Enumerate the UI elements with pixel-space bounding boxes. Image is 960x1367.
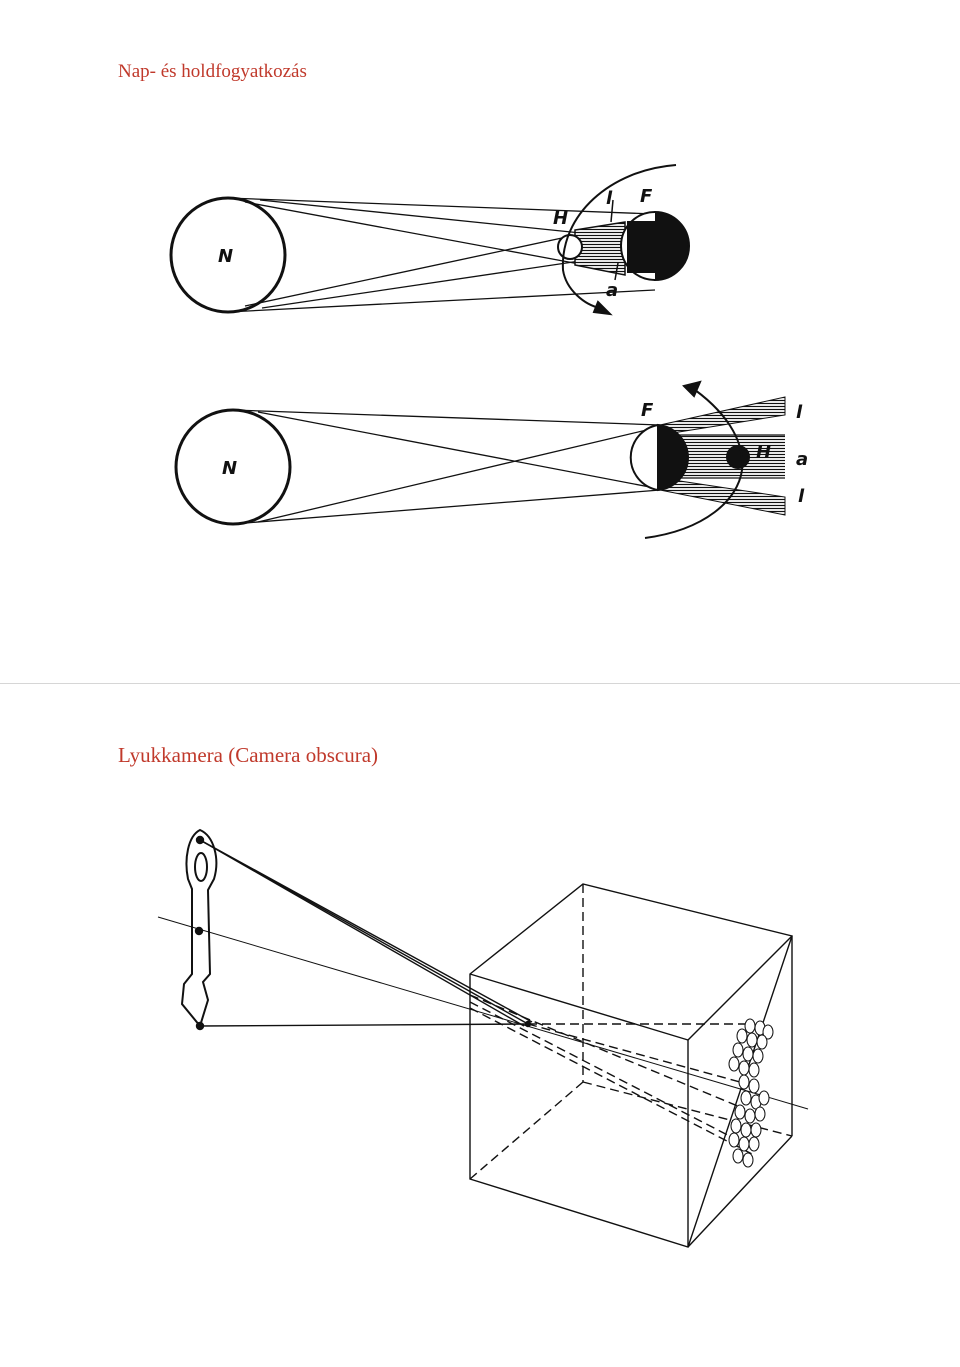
camera-obscura-diagram [157,828,809,1248]
label-sun-bottom: F [641,400,654,421]
slide-divider [0,683,960,684]
label-moon-bottom: H [756,442,771,463]
slide-title: Nap- és holdfogyatkozás [118,61,307,82]
solar-eclipse-figure [169,164,690,316]
label-penumbra-top: a [606,280,618,301]
label-earth-bottom: N [222,458,237,479]
slide-eclipse: Nap- és holdfogyatkozás [0,0,960,683]
label-band-mid: a [796,449,808,470]
label-moon-top: H [553,208,568,229]
label-band-top: l [796,402,803,423]
slide-camera-obscura: Lyukkamera (Camera obscura) [0,684,960,1367]
inverted-image [728,1018,774,1168]
moon-in-shadow [726,445,750,469]
label-umbra-top: l [606,188,613,209]
sun-disc [654,210,690,282]
label-sun-top: F [640,186,653,207]
label-earth-top: N [218,246,233,267]
eclipse-diagram: N H l F a N F H l [169,164,808,539]
box-front [469,883,793,1248]
label-band-bottom: l [798,486,805,507]
moon-small [557,234,583,260]
lunar-eclipse-figure [174,380,786,539]
slide-title-2: Lyukkamera (Camera obscura) [118,743,379,767]
